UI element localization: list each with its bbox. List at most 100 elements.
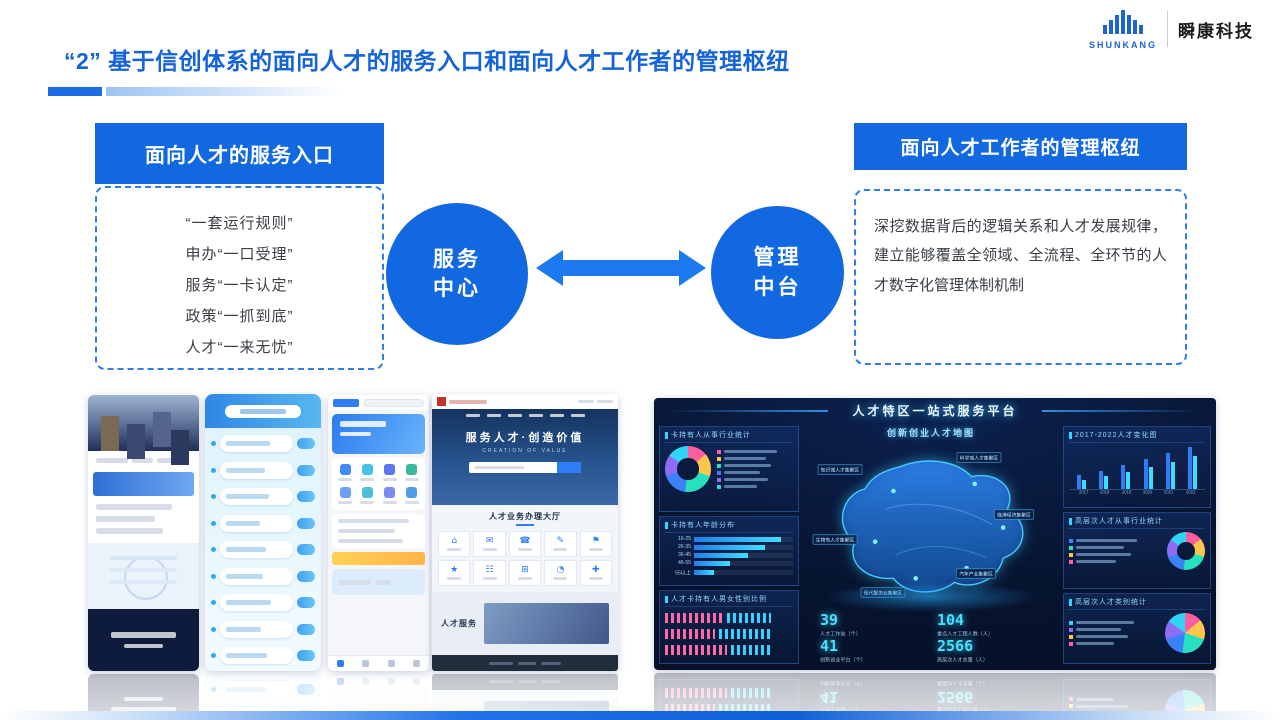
list-item <box>211 514 315 532</box>
rule-line: 申办“一口受理” <box>185 246 294 263</box>
panel-gender-ratio: 人才卡持有人男女性别比例 <box>659 590 799 664</box>
service-icon-grid <box>332 458 425 510</box>
rule-line: 服务“一卡认定” <box>185 277 294 294</box>
rule-line: “一套运行规则” <box>185 215 294 232</box>
management-platform-circle: 管理 中台 <box>711 206 844 339</box>
secondary-banner <box>332 569 425 595</box>
service-icon: ⌂ <box>451 536 458 547</box>
service-center-circle: 服务 中心 <box>386 203 528 345</box>
service-icon: ☷ <box>485 565 494 576</box>
gov-logo <box>437 397 446 406</box>
notice-banner <box>332 552 425 565</box>
company-logo: SHUNKANG 瞬康科技 <box>1089 8 1254 50</box>
hero-subtitle: CREATION OF VALUE <box>482 448 568 454</box>
panel-cardholder-industry: 卡持有人从事行业统计 <box>659 426 799 512</box>
service-tile: ✚ <box>579 560 612 586</box>
service-icon: ★ <box>450 565 459 576</box>
service-tile: ☷ <box>473 560 506 586</box>
screenshot-portal-website: 服务人才·创造价值 CREATION OF VALUE 人才业务办理大厅 ⌂ ✉… <box>432 394 618 671</box>
footer-banner <box>88 609 199 671</box>
service-tile: ✉ <box>473 531 506 557</box>
search-button <box>557 462 581 473</box>
map-label: 知识城人才集聚区 <box>817 463 863 475</box>
list-item <box>211 594 315 611</box>
screenshot-portal-mobile <box>88 395 199 671</box>
hero-title: 服务人才·创造价值 <box>465 432 585 444</box>
map-label: 临港经济集聚区 <box>994 509 1035 520</box>
section-title: 人才业务办理大厅 <box>432 505 618 528</box>
service-icon: ✉ <box>485 536 494 547</box>
service-icon: ⚑ <box>591 536 600 547</box>
service-tile: ★ <box>438 560 471 586</box>
screenshot-dashboard: 人才特区一站式服务平台 卡持有人从事行业统计 <box>654 398 1216 670</box>
service-tile: ✎ <box>544 531 577 557</box>
title-accent-bar <box>48 87 102 96</box>
logo-text-cn: 瞬康科技 <box>1178 21 1254 41</box>
emblem-watermark <box>88 543 199 609</box>
title-accent-gradient <box>106 87 341 96</box>
map-label: 汽车产业集聚区 <box>956 568 997 579</box>
bottom-nav <box>328 655 429 671</box>
band-photo <box>484 603 609 644</box>
page-title: “2” 基于信创体系的面向人才的服务入口和面向人才工作者的管理枢纽 <box>64 48 790 74</box>
map-title: 创新创业人才地图 <box>886 428 975 438</box>
service-tile: ⌂ <box>438 531 471 557</box>
service-tile: ☎ <box>508 531 542 557</box>
service-list <box>205 428 321 671</box>
talent-map: 知识城人才集聚区 科学城人才集聚区 临港经济集聚区 生物岛人才集聚区 汽车产业集… <box>804 443 1058 612</box>
list-item <box>211 647 315 664</box>
site-nav <box>465 414 585 417</box>
left-panel-title: 面向人才的服务入口 <box>95 123 384 184</box>
left-panel-lines: “一套运行规则” 申办“一口受理” 服务“一卡认定” 政策“一抓到底” 人才“一… <box>97 188 382 357</box>
logo-divider <box>1167 11 1168 47</box>
left-panel-box: “一套运行规则” 申办“一口受理” 服务“一卡认定” 政策“一抓到底” 人才“一… <box>95 186 384 370</box>
service-icon: ☎ <box>519 536 531 547</box>
dashboard-header: 人才特区一站式服务平台 <box>654 398 1216 422</box>
map-label: 科学城人才集聚区 <box>956 452 1002 463</box>
search-bar <box>469 462 581 473</box>
panel-talent-category: 高层次人才类别统计 <box>1063 593 1211 664</box>
rule-line: 政策“一抓到底” <box>185 308 294 325</box>
service-tile: ◔ <box>544 560 577 586</box>
talent-service-band: 人才服务 <box>432 592 618 655</box>
service-icon: ✎ <box>556 536 565 547</box>
donut-chart <box>665 446 711 492</box>
banner-image <box>93 472 194 496</box>
list-item <box>211 620 315 638</box>
service-hall-grid: ⌂ ✉ ☎ ✎ ⚑ ★ ☷ ⊞ ◔ ✚ <box>432 528 618 592</box>
rule-line: 人才“一来无忧” <box>185 339 294 356</box>
bar-chart <box>1069 446 1205 490</box>
site-footer <box>432 655 618 671</box>
list-item <box>211 435 315 452</box>
news-list <box>332 514 425 548</box>
bidirectional-arrow-icon <box>536 250 706 286</box>
panel-highlevel-industry: 高层次人才从事行业统计 <box>1063 512 1211 589</box>
pie-chart <box>1165 613 1205 653</box>
map-glow <box>824 582 1038 612</box>
right-panel-box: 深挖数据背后的逻辑关系和人才发展规律，建立能够覆盖全领域、全流程、全环节的人才数… <box>854 189 1187 365</box>
right-panel-title: 面向人才工作者的管理枢纽 <box>854 123 1187 170</box>
app-header <box>205 394 321 428</box>
screenshot-services-app-mobile <box>328 395 429 671</box>
panel-age-distribution: 卡持有人年龄分布 16-25 26-35 36-45 46-55 55以上 <box>659 516 799 586</box>
dashboard-title: 人才特区一站式服务平台 <box>852 403 1018 418</box>
service-tile: ⚑ <box>579 531 612 557</box>
city-photo <box>88 395 199 451</box>
list-item <box>211 567 315 585</box>
list-item <box>211 541 315 558</box>
site-top-bar <box>432 394 618 409</box>
right-panel-body: 深挖数据背后的逻辑关系和人才发展规律，建立能够覆盖全领域、全流程、全环节的人才数… <box>874 218 1167 294</box>
screenshot-service-list-mobile <box>205 394 321 671</box>
building-logo-icon <box>1100 8 1146 39</box>
list-item <box>211 488 315 505</box>
band-title: 人才服务 <box>441 619 477 628</box>
search-input <box>363 398 424 407</box>
donut-chart <box>1167 532 1205 570</box>
